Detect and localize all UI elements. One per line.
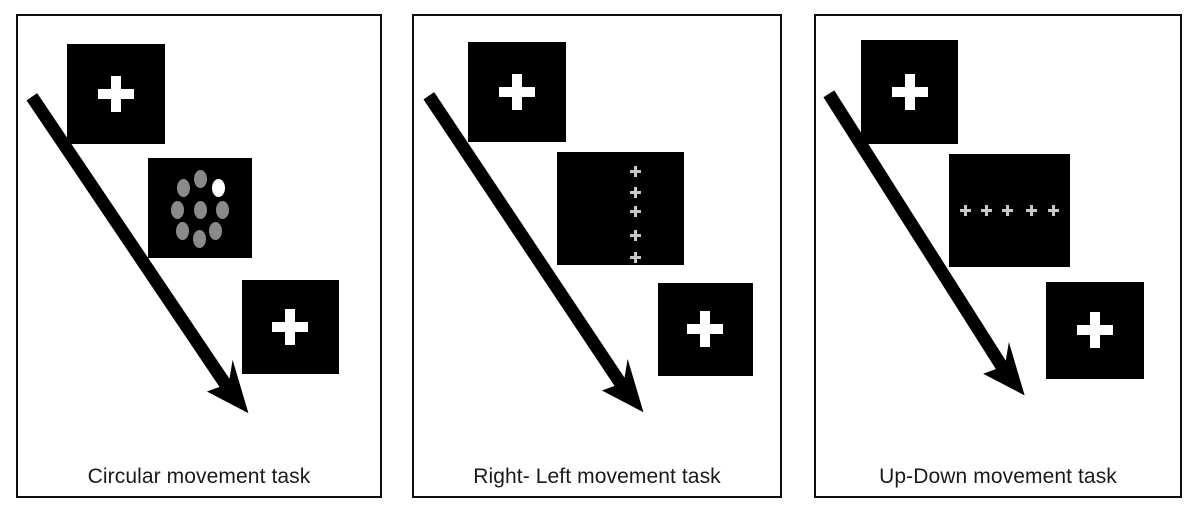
stimulus-mini-cross	[1002, 205, 1013, 216]
panel-caption-right-left: Right- Left movement task	[473, 465, 721, 488]
fixation-screen-1	[468, 42, 566, 142]
panel-up-down-movement: Up-Down movement task	[814, 14, 1182, 498]
fixation-cross-icon	[111, 76, 121, 112]
fixation-cross-icon	[700, 311, 710, 347]
horizontal-cross-row-screen	[949, 154, 1070, 267]
fixation-cross-icon	[285, 309, 295, 345]
panel-2-arrow-layer	[423, 92, 644, 413]
stimulus-dot-center	[194, 201, 207, 219]
panel-caption-up-down: Up-Down movement task	[879, 465, 1117, 488]
diagonal-arrow-icon	[26, 93, 249, 414]
panel-3-arrow-layer	[823, 90, 1025, 396]
panel-right-left-movement: Right- Left movement task	[412, 14, 782, 498]
circular-dot-array-screen	[148, 158, 252, 258]
stimulus-mini-cross	[1026, 205, 1037, 216]
stimulus-mini-cross	[960, 205, 971, 216]
panel-circular-movement: Circular movement task	[16, 14, 382, 498]
stimulus-dot	[176, 222, 189, 240]
fixation-cross-icon	[1090, 312, 1100, 348]
fixation-cross-icon	[905, 74, 915, 110]
stimulus-mini-cross	[630, 206, 641, 217]
fixation-screen-2	[658, 283, 753, 376]
diagonal-arrow-icon	[423, 92, 644, 413]
panel-caption-circular: Circular movement task	[87, 465, 311, 488]
stimulus-dot	[194, 170, 207, 188]
stimulus-dot	[177, 179, 190, 197]
stimulus-mini-cross	[630, 166, 641, 177]
fixation-screen-2	[1046, 282, 1144, 379]
stimulus-mini-cross	[630, 230, 641, 241]
vertical-cross-column-screen	[557, 152, 684, 265]
stimulus-mini-cross	[981, 205, 992, 216]
stimulus-dot	[193, 230, 206, 248]
stimulus-dot	[209, 222, 222, 240]
stimulus-mini-cross	[630, 252, 641, 263]
stimulus-dot-target	[212, 179, 225, 197]
fixation-screen-1	[67, 44, 165, 144]
panel-1-arrow-layer	[26, 93, 249, 414]
stimulus-mini-cross	[630, 187, 641, 198]
fixation-cross-icon	[512, 74, 522, 110]
stimulus-dot	[171, 201, 184, 219]
fixation-screen-2	[242, 280, 339, 374]
diagonal-arrow-icon	[823, 90, 1025, 396]
stimulus-mini-cross	[1048, 205, 1059, 216]
stimulus-dot	[216, 201, 229, 219]
fixation-screen-1	[861, 40, 958, 144]
